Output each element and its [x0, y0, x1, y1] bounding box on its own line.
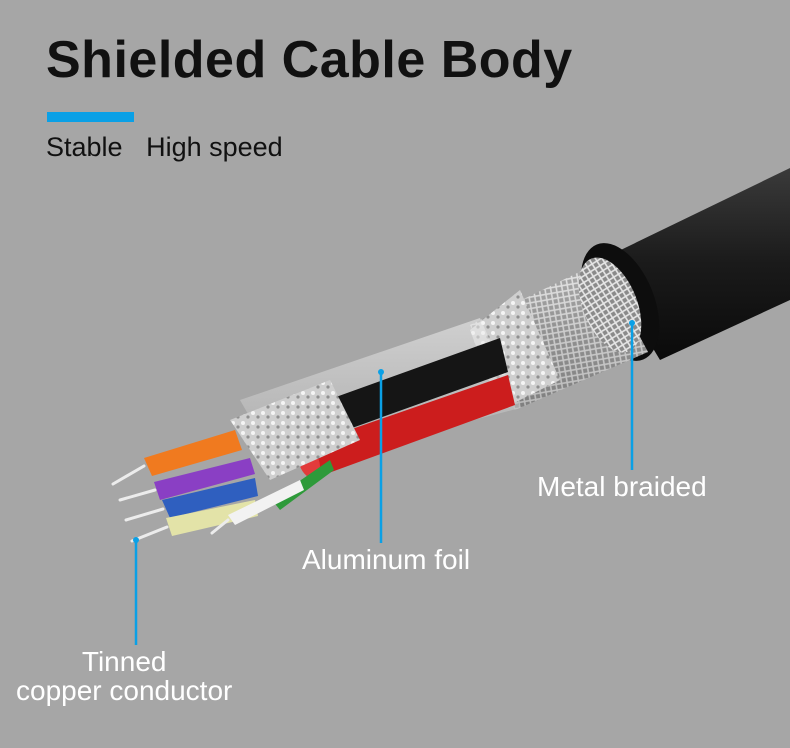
callout-tinned-copper: Tinned copper conductor — [16, 647, 232, 706]
callout-lines — [134, 323, 634, 645]
subtitle-high-speed: High speed — [146, 132, 283, 162]
front-foil — [230, 380, 360, 480]
page-title: Shielded Cable Body — [46, 31, 573, 89]
callout-tinned-line2: copper conductor — [16, 675, 233, 707]
callout-aluminum-foil: Aluminum foil — [302, 544, 471, 575]
title-accent-bar — [47, 112, 134, 122]
small-conductors — [144, 430, 334, 536]
subtitle-stable: Stable — [46, 132, 123, 162]
callout-metal-braided: Metal braided — [537, 471, 707, 502]
tinned-conductor-ends — [111, 464, 230, 543]
callout-tinned-line1: Tinned — [81, 646, 167, 677]
callout-dots — [133, 320, 635, 543]
subtitle: Stable High speed — [46, 132, 283, 163]
